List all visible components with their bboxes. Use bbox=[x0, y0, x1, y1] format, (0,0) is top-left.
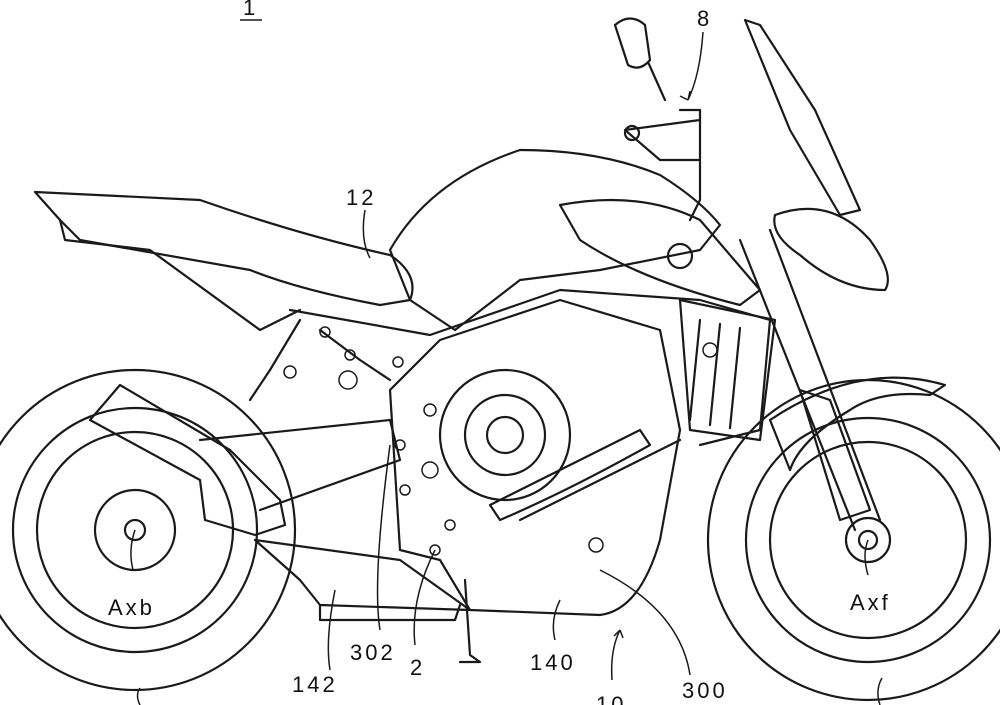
label-302: 302 bbox=[350, 640, 396, 665]
rear-wheel bbox=[0, 368, 297, 692]
front-fender bbox=[768, 376, 947, 472]
headlight bbox=[773, 207, 889, 292]
mirror bbox=[613, 17, 667, 102]
label-300: 300 bbox=[682, 678, 728, 703]
label-12: 12 bbox=[346, 185, 376, 210]
seat bbox=[33, 190, 414, 307]
under-cowl bbox=[253, 538, 472, 622]
label-2: 2 bbox=[410, 655, 425, 680]
handlebar bbox=[623, 108, 702, 222]
fuel-tank bbox=[388, 148, 722, 332]
label-140: 140 bbox=[530, 650, 576, 675]
exhaust-muffler bbox=[88, 383, 287, 537]
bolts bbox=[283, 326, 718, 556]
label-8: 8 bbox=[697, 6, 712, 31]
windscreen bbox=[743, 18, 862, 217]
engine bbox=[388, 298, 682, 617]
label-axb: Axb bbox=[108, 595, 155, 620]
label-142: 142 bbox=[292, 672, 338, 697]
radiator bbox=[678, 298, 777, 442]
front-wheel bbox=[706, 378, 1000, 702]
leader-lines bbox=[130, 19, 883, 705]
label-10: 10 bbox=[596, 692, 626, 705]
label-axf: Axf bbox=[850, 590, 891, 615]
figure-ref-label: 1 bbox=[243, 0, 258, 20]
frame bbox=[288, 288, 772, 447]
side-stand bbox=[458, 578, 482, 664]
